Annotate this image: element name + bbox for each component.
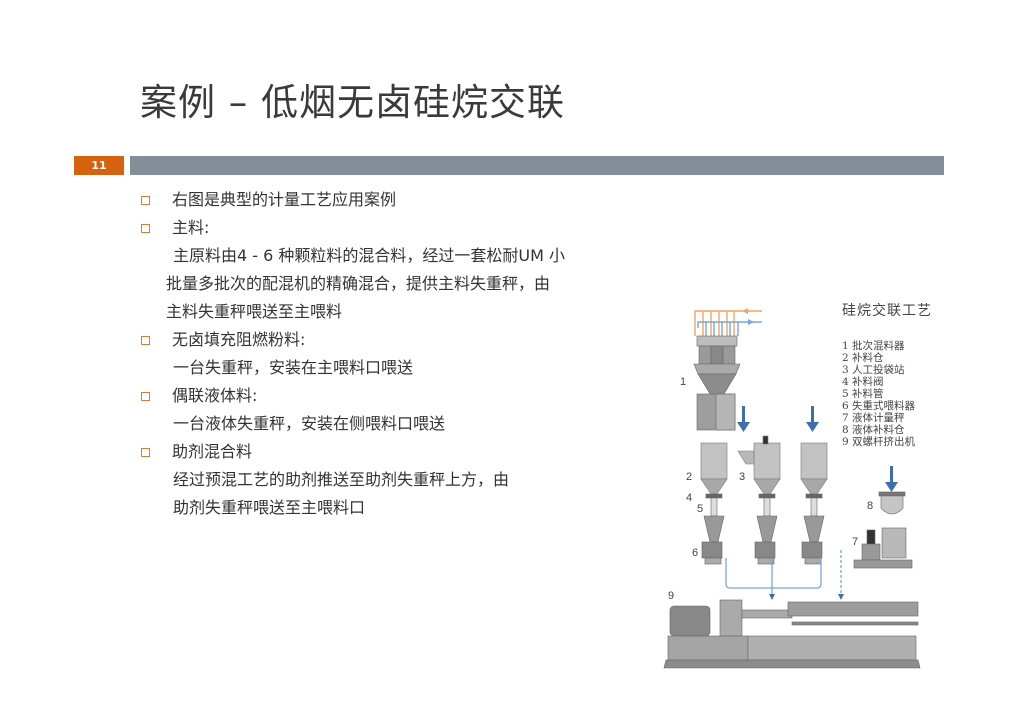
legend-item: 8 液体补料仓 xyxy=(842,424,905,436)
diagram-title: 硅烷交联工艺 xyxy=(842,303,932,319)
bullet-item: 右图是典型的计量工艺应用案例 xyxy=(140,186,600,214)
bullet-detail: 一台液体失重秤，安装在侧喂料口喂送 xyxy=(173,414,446,433)
bullet-item: 助剂混合料 xyxy=(140,438,600,466)
page-number-badge: 11 xyxy=(74,156,124,175)
diagram-label-5: 5 xyxy=(697,503,704,515)
diagram-label-2: 2 xyxy=(686,471,693,483)
diagram-label-1: 1 xyxy=(680,376,687,388)
square-bullet-icon xyxy=(141,196,150,205)
down-arrow-icon xyxy=(737,406,898,492)
bullet-detail: 批量多批次的配混机的精确混合，提供主料失重秤，由 xyxy=(166,274,551,293)
bullet-detail: 经过预混工艺的助剂推送至助剂失重秤上方，由 xyxy=(173,470,510,489)
slide-title: 案例 – 低烟无卤硅烷交联 xyxy=(140,81,566,124)
legend-item: 6 失重式喂料器 xyxy=(842,400,916,412)
silane-crosslinking-process-illustration xyxy=(663,308,921,669)
legend-item: 3 人工投袋站 xyxy=(842,364,905,376)
loss-in-weight-feeder-icon xyxy=(701,493,825,565)
square-bullet-icon xyxy=(141,392,150,401)
legend-item: 5 补料管 xyxy=(842,388,884,400)
batch-mixer-icon xyxy=(693,335,741,431)
square-bullet-icon xyxy=(141,336,150,345)
legend-item: 2 补料仓 xyxy=(842,352,884,364)
diagram-label-6: 6 xyxy=(692,547,699,559)
legend-item: 7 液体计量秤 xyxy=(842,412,905,424)
refill-hopper-icon xyxy=(700,435,828,495)
bullet-detail: 主原料由4 - 6 种颗粒料的混合料，经过一套松耐UM 小 xyxy=(173,246,565,265)
twin-screw-extruder-icon xyxy=(663,599,921,669)
bullet-detail: 一台失重秤，安装在主喂料口喂送 xyxy=(173,358,414,377)
diagram-label-3: 3 xyxy=(739,471,746,483)
liquid-dosing-station-icon xyxy=(853,491,913,569)
square-bullet-icon xyxy=(141,224,150,233)
material-flow-lines-icon xyxy=(725,550,842,596)
bullet-item: 无卤填充阻燃粉料: xyxy=(140,326,600,354)
header-bar xyxy=(130,156,944,175)
diagram-label-7: 7 xyxy=(852,536,859,548)
bullet-detail: 助剂失重秤喂送至主喂料口 xyxy=(173,498,366,517)
legend-item: 1 批次混料器 xyxy=(842,340,905,352)
bullet-item: 主料: xyxy=(140,214,600,242)
bullet-detail: 主料失重秤喂送至主喂料 xyxy=(166,302,343,321)
diagram-label-8: 8 xyxy=(867,500,874,512)
legend-item: 9 双螺杆挤出机 xyxy=(842,436,916,448)
diagram-legend: 硅烷交联工艺 1 批次混料器 2 补料仓 3 人工投袋站 4 补料阀 5 补料管… xyxy=(842,300,932,448)
process-diagram: 1 2 3 4 5 6 7 8 9 xyxy=(662,296,952,680)
bullet-item: 偶联液体料: xyxy=(140,382,600,410)
square-bullet-icon xyxy=(141,448,150,457)
legend-item: 4 补料阀 xyxy=(842,376,884,388)
bullet-list: 右图是典型的计量工艺应用案例 主料: 主原料由4 - 6 种颗粒料的混合料，经过… xyxy=(140,186,600,522)
diagram-label-9: 9 xyxy=(668,590,675,602)
diagram-label-4: 4 xyxy=(686,492,693,504)
feed-lines-icon xyxy=(694,308,762,336)
